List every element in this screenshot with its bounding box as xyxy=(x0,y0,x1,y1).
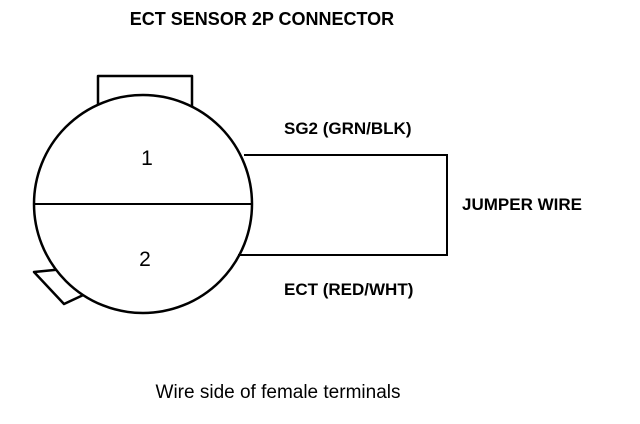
connector-body xyxy=(32,74,254,315)
jumper-wire xyxy=(238,154,448,256)
jumper-wire-label: JUMPER WIRE xyxy=(462,195,582,214)
wire-label-top: SG2 (GRN/BLK) xyxy=(284,119,412,138)
diagram-caption: Wire side of female terminals xyxy=(156,382,401,403)
wire-label-bottom: ECT (RED/WHT) xyxy=(284,280,413,299)
diagram-title: ECT SENSOR 2P CONNECTOR xyxy=(130,9,394,29)
terminal-2-label: 2 xyxy=(139,248,151,271)
terminal-1-label: 1 xyxy=(141,147,153,170)
